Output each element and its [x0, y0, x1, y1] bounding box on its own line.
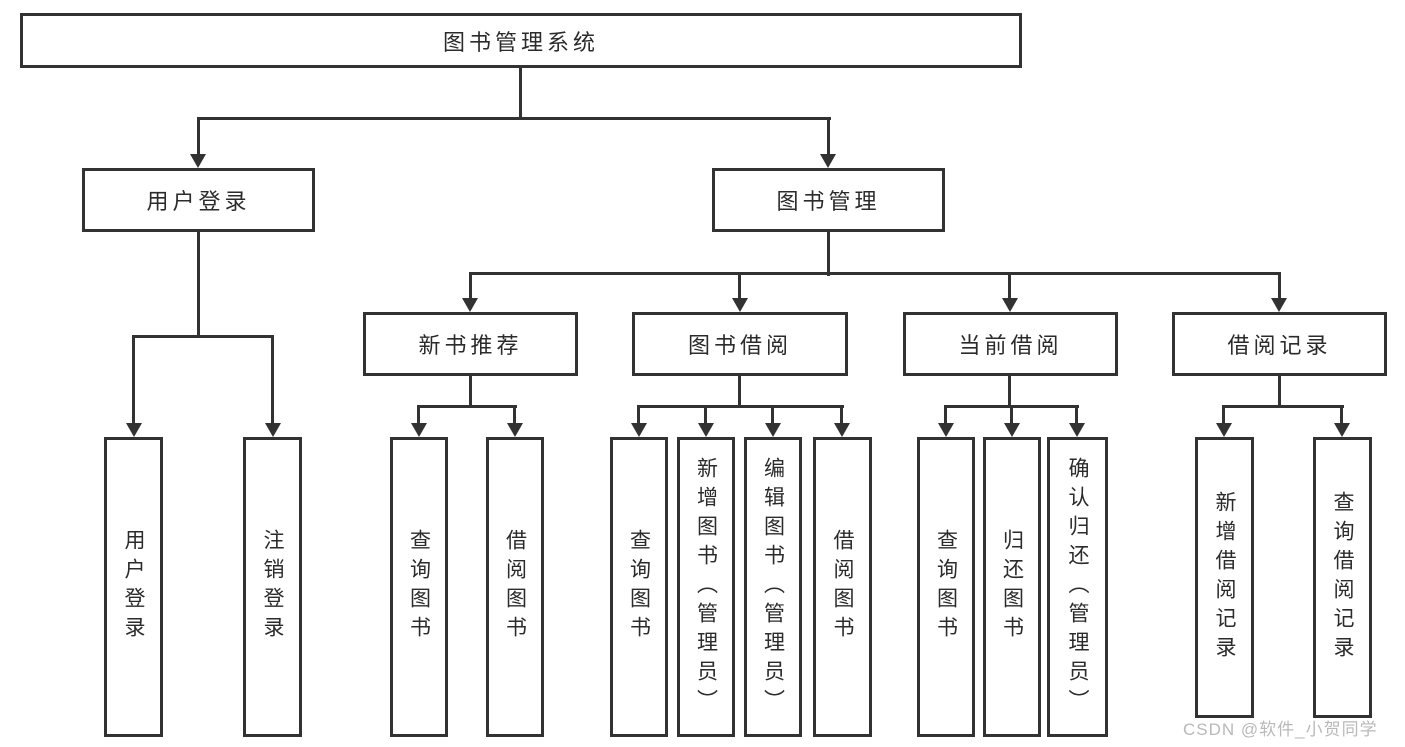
leaf-confirm-return-admin: 确认归还（管理员） [1047, 437, 1108, 737]
arrow-down-icon [1069, 423, 1085, 437]
arrow-down-icon [765, 423, 781, 437]
arrow-down-icon [1271, 298, 1287, 312]
node-label: 图书管理系统 [442, 29, 599, 55]
connector-line [840, 405, 843, 425]
node-book-borrow: 图书借阅 [632, 312, 848, 376]
leaf-query-borrow-record: 查询借阅记录 [1313, 437, 1372, 718]
connector-line [1008, 376, 1011, 408]
arrow-down-icon [631, 423, 647, 437]
leaf-label: 借阅图书 [831, 529, 854, 645]
connector-line [469, 376, 472, 408]
leaf-label: 新增图书（管理员） [694, 456, 718, 718]
connector-line [519, 68, 522, 119]
leaf-label: 查询借阅记录 [1331, 490, 1354, 665]
leaf-label: 查询图书 [407, 529, 431, 645]
connector-line [1010, 405, 1013, 425]
connector-line [197, 117, 200, 155]
leaf-return-books: 归还图书 [983, 437, 1041, 737]
connector-line [827, 117, 830, 155]
csdn-watermark: CSDN @软件_小贺同学 [1183, 720, 1378, 739]
node-user-login: 用户登录 [82, 168, 315, 232]
leaf-label: 查询图书 [627, 529, 651, 645]
connector-line [944, 405, 947, 425]
node-current-borrow: 当前借阅 [903, 312, 1118, 376]
node-book-management: 图书管理 [712, 168, 945, 232]
connector-line [1075, 405, 1078, 425]
node-library-system: 图书管理系统 [20, 13, 1022, 68]
leaf-add-book-admin: 新增图书（管理员） [677, 437, 735, 737]
leaf-label: 归还图书 [1000, 529, 1024, 645]
connector-line [1222, 405, 1225, 425]
leaf-edit-book-admin: 编辑图书（管理员） [744, 437, 802, 737]
arrow-down-icon [732, 298, 748, 312]
node-label: 借阅记录 [1227, 333, 1332, 358]
node-label: 新书推荐 [418, 333, 523, 358]
connector-line [637, 405, 844, 408]
arrow-down-icon [190, 154, 206, 168]
arrow-down-icon [411, 423, 427, 437]
connector-line [132, 335, 274, 338]
connector-line [637, 405, 640, 425]
arrow-down-icon [462, 298, 478, 312]
connector-line [738, 376, 741, 408]
leaf-query-books: 查询图书 [610, 437, 668, 737]
arrow-down-icon [1334, 423, 1350, 437]
connector-line [513, 405, 516, 425]
leaf-label: 注销登录 [261, 529, 284, 645]
leaf-label: 新增借阅记录 [1213, 490, 1236, 665]
leaf-add-borrow-record: 新增借阅记录 [1195, 437, 1254, 718]
connector-line [738, 272, 741, 300]
arrow-down-icon [507, 423, 523, 437]
connector-line [704, 405, 707, 425]
node-new-book-recommend: 新书推荐 [363, 312, 578, 376]
arrow-down-icon [820, 154, 836, 168]
connector-line [132, 335, 135, 425]
leaf-label: 借阅图书 [503, 529, 527, 645]
leaf-borrow-books: 借阅图书 [813, 437, 872, 737]
arrow-down-icon [1216, 423, 1232, 437]
leaf-label: 确认归还（管理员） [1066, 456, 1089, 718]
connector-line [469, 272, 1281, 275]
arrow-down-icon [1004, 423, 1020, 437]
connector-line [1222, 405, 1344, 408]
arrow-down-icon [938, 423, 954, 437]
leaf-query-books: 查询图书 [390, 437, 448, 737]
arrow-down-icon [834, 423, 850, 437]
connector-line [1278, 272, 1281, 300]
leaf-query-books: 查询图书 [917, 437, 975, 737]
leaf-label: 用户登录 [122, 529, 145, 645]
arrow-down-icon [265, 423, 281, 437]
node-borrow-records: 借阅记录 [1172, 312, 1387, 376]
node-label: 图书借阅 [687, 333, 792, 358]
arrow-down-icon [698, 423, 714, 437]
leaf-borrow-books: 借阅图书 [486, 437, 544, 737]
connector-line [197, 232, 200, 338]
connector-line [771, 405, 774, 425]
connector-line [1008, 272, 1011, 300]
leaf-label: 编辑图书（管理员） [761, 456, 785, 718]
connector-line [1340, 405, 1343, 425]
node-label: 用户登录 [146, 189, 251, 214]
leaf-user-login: 用户登录 [104, 437, 163, 737]
connector-line [417, 405, 517, 408]
connector-line [417, 405, 420, 425]
connector-line [1278, 375, 1281, 408]
node-label: 当前借阅 [958, 333, 1063, 358]
connector-line [197, 117, 831, 120]
node-label: 图书管理 [776, 189, 881, 214]
leaf-label: 查询图书 [934, 529, 958, 645]
connector-line [827, 232, 830, 276]
leaf-logout-login: 注销登录 [243, 437, 302, 737]
connector-line [271, 335, 274, 425]
connector-line [469, 272, 472, 300]
arrow-down-icon [126, 423, 142, 437]
arrow-down-icon [1002, 298, 1018, 312]
